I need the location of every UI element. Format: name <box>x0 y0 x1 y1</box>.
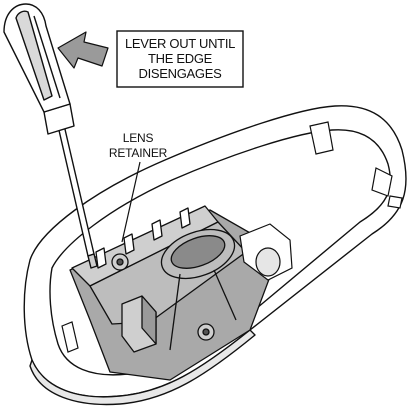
part-label-line-1: LENS <box>123 131 154 145</box>
part-label-leader <box>121 161 141 243</box>
callout-frame <box>116 30 244 88</box>
right-clips <box>309 121 403 209</box>
clip-left <box>61 321 79 353</box>
screwdriver-icon <box>3 3 98 269</box>
side-mount <box>239 223 293 281</box>
side-mount-hole <box>255 247 281 277</box>
clip-right <box>371 167 393 197</box>
callout-line-3: DISENGAGES <box>139 66 223 81</box>
clip-far-right <box>387 195 403 209</box>
retainer-tab-3 <box>151 219 163 241</box>
callout-box: LEVER OUT UNTIL THE EDGE DISENGAGES <box>116 30 244 88</box>
retainer-block-face <box>141 295 157 345</box>
retainer-rib-2 <box>213 269 237 321</box>
screwdriver-tip <box>87 253 98 269</box>
clip-top-right <box>309 121 334 155</box>
arrow-up-left-icon <box>57 31 109 69</box>
screwdriver-handle-groove-1 <box>15 10 53 101</box>
housing-lip <box>29 329 256 406</box>
screw-boss-bottom-hole <box>202 328 210 336</box>
screwdriver-handle-groove-2 <box>33 15 61 99</box>
callout-line-2: THE EDGE <box>148 51 213 66</box>
lens-holder-inner <box>170 235 226 269</box>
callout-line-1: LEVER OUT UNTIL <box>125 36 235 51</box>
part-label: LENS RETAINER <box>109 131 168 243</box>
screw-boss-left-hole <box>116 258 124 266</box>
part-label-line-2: RETAINER <box>109 146 168 160</box>
lens-retainer <box>69 205 281 381</box>
retainer-tab-2 <box>123 233 135 255</box>
retainer-tab-1 <box>95 247 107 269</box>
retainer-rib-1 <box>169 273 181 351</box>
retainer-tab-4 <box>179 207 191 229</box>
